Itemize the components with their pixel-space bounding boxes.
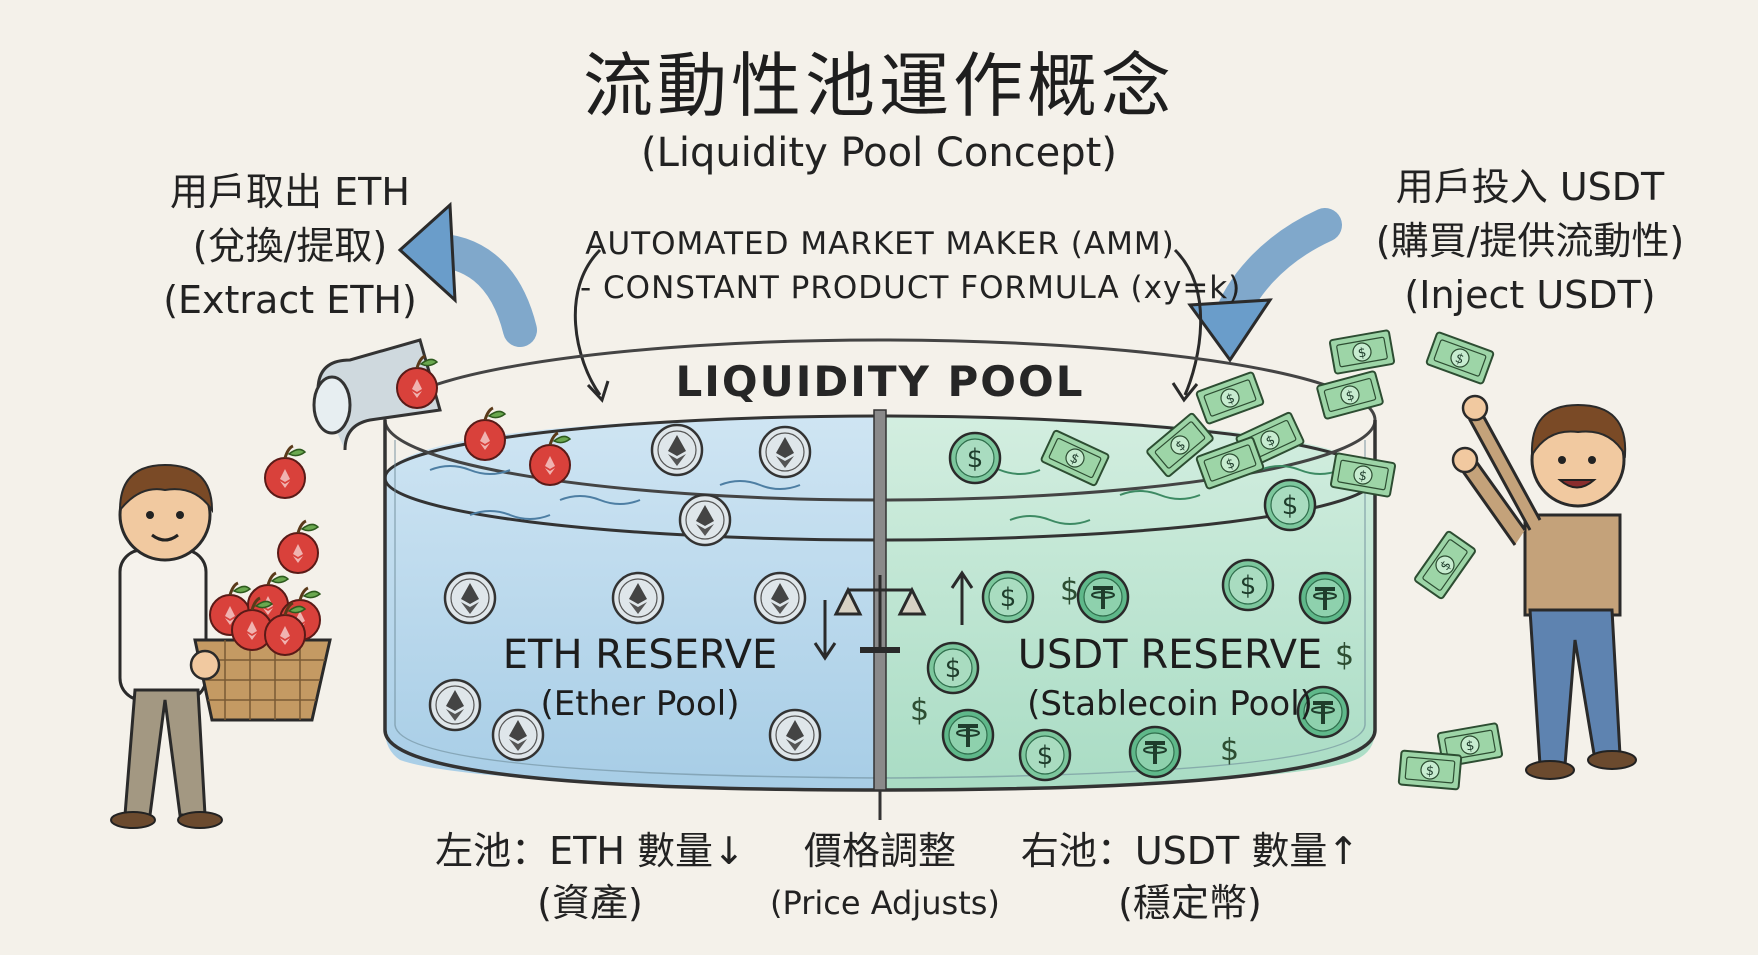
amm-line-2: - CONSTANT PRODUCT FORMULA (xy=k) [580,270,1242,306]
arrow-up-icon [950,570,974,625]
extract-annotation: 用戶取出 ETH (兌換/提取) (Extract ETH) [140,165,440,327]
svg-text:$: $ [1335,638,1354,673]
bottom-right-caption: 右池：USDT 數量↑ (穩定幣) [1000,825,1380,929]
bottom-center-line-2: (Price Adjusts) [770,884,1000,922]
bottom-left-caption: 左池：ETH 數量↓ (資產) [410,825,770,929]
page-subtitle: (Liquidity Pool Concept) [641,130,1117,176]
right-person-avatar [1451,394,1637,780]
inject-annotation-zh-sub: (購買/提供流動性) [1375,219,1685,263]
bottom-left-line-1: 左池：ETH 數量↓ [435,829,745,873]
inject-annotation: 用戶投入 USDT (購買/提供流動性) (Inject USDT) [1340,160,1720,322]
bottom-right-line-2: (穩定幣) [1118,881,1262,925]
usdt-reserve-title: USDT RESERVE [1017,632,1323,678]
inject-annotation-zh: 用戶投入 USDT [1395,165,1665,209]
bottom-right-line-1: 右池：USDT 數量↑ [1020,829,1360,873]
amm-line-1: AUTOMATED MARKET MAKER (AMM) [585,226,1175,262]
apple-basket [189,571,332,722]
svg-text:$: $ [1060,573,1079,608]
inject-annotation-en: (Inject USDT) [1404,273,1656,317]
usdt-reserve-subtitle: (Stablecoin Pool) [1027,684,1313,724]
extract-annotation-zh: 用戶取出 ETH [170,170,410,214]
usdt-reserve-label: USDT RESERVE (Stablecoin Pool) [990,632,1350,724]
extract-annotation-zh-sub: (兌換/提取) [192,224,388,268]
left-person-avatar [110,463,223,829]
eth-reserve-title: ETH RESERVE [502,632,778,678]
bottom-center-line-1: 價格調整 [803,829,956,873]
bottom-center-caption: 價格調整 (Price Adjusts) [770,825,1000,929]
extract-annotation-en: (Extract ETH) [163,278,417,322]
scale-icon [833,575,927,653]
arrow-down-icon [813,600,837,661]
page-title: 流動性池運作概念 [583,45,1175,127]
amm-caption: AUTOMATED MARKET MAKER (AMM) - CONSTANT … [580,222,1242,310]
eth-reserve-subtitle: (Ether Pool) [540,684,740,724]
eth-reserve-label: ETH RESERVE (Ether Pool) [470,632,810,724]
svg-text:$: $ [1220,733,1239,768]
pool-label: LIQUIDITY POOL [675,357,1085,406]
svg-text:$: $ [910,693,929,728]
bottom-left-line-2: (資產) [537,881,643,925]
